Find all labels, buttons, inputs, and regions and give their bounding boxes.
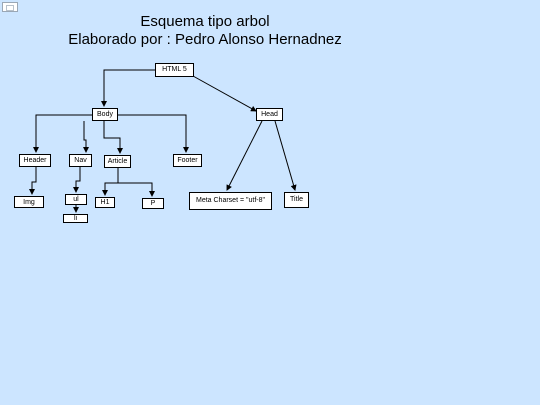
edge-body-header	[33, 114, 92, 153]
node-meta-charset: Meta Charset = "utf-8"	[189, 192, 272, 210]
node-body: Body	[92, 108, 118, 121]
node-title: Title	[284, 192, 309, 208]
node-head: Head	[256, 108, 283, 121]
node-ul: ul	[65, 194, 87, 205]
diagram-title: Esquema tipo arbol	[140, 13, 270, 30]
node-header: Header	[19, 154, 51, 167]
edge-article-p	[118, 182, 155, 197]
diagram-subtitle: Elaborado por : Pedro Alonso Hernadnez	[68, 31, 342, 48]
edge-article-h1	[102, 168, 119, 196]
edge-body-nav	[83, 121, 89, 153]
window-corner-icon	[2, 2, 18, 12]
edge-head-meta	[226, 120, 263, 191]
edge-html-head	[192, 75, 257, 112]
edge-nav-ul	[73, 167, 81, 193]
node-h1: H1	[95, 197, 115, 208]
node-p: P	[142, 198, 164, 209]
edge-header-img	[29, 167, 37, 195]
node-article: Article	[104, 155, 131, 168]
edge-html-body	[101, 69, 155, 107]
node-li: li	[63, 214, 88, 223]
edge-head-title	[274, 120, 297, 191]
node-html5: HTML 5	[155, 63, 194, 77]
node-img: Img	[14, 196, 44, 208]
edge-body-article	[103, 121, 123, 154]
node-footer: Footer	[173, 154, 202, 167]
node-nav: Nav	[69, 154, 92, 167]
edge-body-footer	[118, 114, 189, 153]
